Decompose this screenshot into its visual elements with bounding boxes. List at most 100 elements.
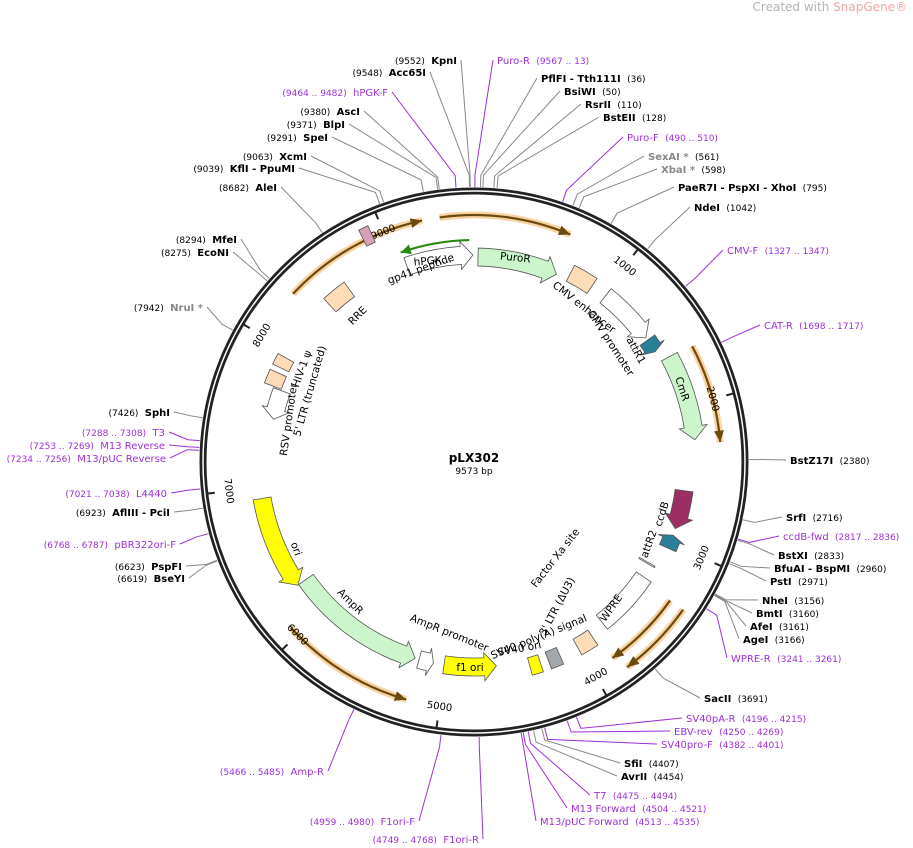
site-psti[interactable]: PstI (2971) xyxy=(729,563,828,588)
feature-hpgk[interactable]: hPGK... xyxy=(403,240,474,276)
feature-shape[interactable] xyxy=(544,647,565,670)
site-nhei[interactable]: NheI (3156) xyxy=(715,593,824,607)
site-bseyi[interactable]: (6619) BseYI xyxy=(117,560,218,585)
site-label[interactable]: (7021 .. 7038) L4440 xyxy=(65,489,167,500)
feature-attr2[interactable]: attR2 xyxy=(639,528,685,559)
site-sphi[interactable]: (7426) SphI xyxy=(109,408,203,419)
site-spei[interactable]: (9291) SpeI xyxy=(267,133,424,192)
site-bstxi[interactable]: BstXI (2833) xyxy=(737,539,844,562)
feature-shape[interactable] xyxy=(323,281,356,313)
site-label[interactable]: (6923) AflIII - PciI xyxy=(76,508,170,519)
primer-hpgk-f[interactable]: (9464 .. 9482) hPGK-F xyxy=(282,88,457,188)
site-label[interactable]: SrfI (2716) xyxy=(786,513,843,524)
site-label[interactable]: (9548) Acc65I xyxy=(352,68,426,79)
site-label[interactable]: SexAI * (561) xyxy=(648,152,719,163)
primer-cmv-f[interactable]: CMV-F (1327 .. 1347) xyxy=(685,246,829,287)
site-label[interactable]: BstEII (128) xyxy=(603,113,666,124)
site-avrii[interactable]: AvrII (4454) xyxy=(533,730,684,783)
site-acc65i[interactable]: (9548) Acc65I xyxy=(352,68,470,188)
primer-t3[interactable]: (7288 .. 7308) T3 xyxy=(82,428,200,442)
feature-shape[interactable] xyxy=(527,654,544,676)
site-nrui[interactable]: (7942) NruI * xyxy=(134,303,233,331)
site-label[interactable]: SV40pA-R (4196 .. 4215) xyxy=(686,714,806,725)
feature-shape[interactable] xyxy=(477,247,557,284)
site-label[interactable]: BsiWI (50) xyxy=(564,87,621,98)
site-label[interactable]: BstXI (2833) xyxy=(778,551,844,562)
site-xcmi[interactable]: (9063) XcmI xyxy=(243,152,385,203)
primer-m13-forward[interactable]: M13 Forward (4504 .. 4521) xyxy=(522,732,706,815)
primer-ebv-rev[interactable]: EBV-rev (4250 .. 4269) xyxy=(566,720,783,738)
feature-f1-ori[interactable]: f1 ori xyxy=(442,651,497,682)
feature-shape[interactable] xyxy=(403,240,474,276)
primer-ccdb-fwd[interactable]: ccdB-fwd (2817 .. 2836) xyxy=(737,532,899,543)
feature-shape[interactable] xyxy=(572,629,599,656)
feature-shape[interactable] xyxy=(658,534,685,553)
site-label[interactable]: BmtI (3160) xyxy=(756,609,819,620)
site-label[interactable]: RsrII (110) xyxy=(585,100,642,111)
site-sexai[interactable]: SexAI * (561) xyxy=(572,152,719,206)
site-label[interactable]: (4749 .. 4768) F1ori-R xyxy=(373,835,479,846)
feature-shape[interactable] xyxy=(252,496,304,586)
site-alei[interactable]: (8682) AleI xyxy=(219,183,323,233)
site-label[interactable]: Puro-R (9567 .. 13) xyxy=(497,56,589,67)
primer-m13-reverse[interactable]: (7253 .. 7269) M13 Reverse xyxy=(30,441,200,452)
primer-f1ori-f[interactable]: (4959 .. 4980) F1ori-F xyxy=(310,734,442,828)
site-asci[interactable]: (9380) AscI xyxy=(300,107,440,190)
site-label[interactable]: AfeI (3161) xyxy=(750,622,809,633)
site-label[interactable]: NheI (3156) xyxy=(762,596,824,607)
primer-wpre-r[interactable]: WPRE-R (3241 .. 3261) xyxy=(706,608,842,665)
site-kfli-ppumi[interactable]: (9039) KflI - PpuMI xyxy=(193,164,381,204)
site-label[interactable]: SfiI (4407) xyxy=(624,759,679,770)
site-label[interactable]: NdeI (1042) xyxy=(694,203,756,214)
feature-shape[interactable] xyxy=(416,648,434,676)
site-blpi[interactable]: (9371) BlpI xyxy=(287,120,439,190)
primer-sv40pa-r[interactable]: SV40pA-R (4196 .. 4215) xyxy=(575,714,806,729)
feature-puror[interactable]: PuroR xyxy=(477,247,557,284)
site-label[interactable]: CAT-R (1698 .. 1717) xyxy=(764,321,863,332)
primer-puro-f[interactable]: Puro-F (490 .. 510) xyxy=(562,133,718,202)
site-label[interactable]: (8275) EcoNI xyxy=(161,248,229,259)
site-kpni[interactable]: (9552) KpnI xyxy=(395,56,471,188)
site-label[interactable]: AvrII (4454) xyxy=(621,772,684,783)
site-ndei[interactable]: NdeI (1042) xyxy=(647,203,757,250)
site-paer7i-pspxi-xhoi[interactable]: PaeR7I - PspXI - XhoI (795) xyxy=(610,183,827,224)
site-mfei[interactable]: (8294) MfeI xyxy=(176,235,270,279)
primer-m13-puc-forward[interactable]: M13/pUC Forward (4513 .. 4535) xyxy=(520,732,699,828)
primer-puro-r[interactable]: Puro-R (9567 .. 13) xyxy=(474,56,589,188)
site-label[interactable]: PstI (2971) xyxy=(770,577,828,588)
site-sfii[interactable]: SfiI (4407) xyxy=(541,728,679,770)
feature-shape[interactable] xyxy=(565,264,598,294)
site-bstz17i[interactable]: BstZ17I (2380) xyxy=(748,456,870,467)
feature-rre[interactable]: RRE xyxy=(323,281,370,328)
feature-ccdb[interactable]: ccdB xyxy=(653,489,694,530)
feature-shape[interactable] xyxy=(272,352,295,373)
site-label[interactable]: SacII (3691) xyxy=(704,694,768,705)
primer-cat-r[interactable]: CAT-R (1698 .. 1717) xyxy=(721,321,864,343)
site-label[interactable]: (7253 .. 7269) M13 Reverse xyxy=(30,441,165,452)
primer-m13-puc-reverse[interactable]: (7234 .. 7256) M13/pUC Reverse xyxy=(7,449,200,465)
feature-shape[interactable] xyxy=(639,334,665,356)
site-label[interactable]: CMV-F (1327 .. 1347) xyxy=(727,246,829,257)
site-label[interactable]: (5466 .. 5485) Amp-R xyxy=(220,767,324,778)
site-label[interactable]: (7234 .. 7256) M13/pUC Reverse xyxy=(7,454,166,465)
site-label[interactable]: PflFI - Tth111I (36) xyxy=(541,74,646,85)
site-label[interactable]: (8294) MfeI xyxy=(176,235,237,246)
feature-shape[interactable] xyxy=(263,368,288,390)
feature-shape[interactable] xyxy=(358,225,376,247)
primer-sv40pro-f[interactable]: SV40pro-F (4382 .. 4401) xyxy=(544,727,784,751)
site-label[interactable]: M13 Forward (4504 .. 4521) xyxy=(571,804,706,815)
feature-shape[interactable] xyxy=(442,651,497,682)
site-label[interactable]: (9039) KflI - PpuMI xyxy=(193,164,295,175)
feature-shape[interactable] xyxy=(595,571,652,630)
site-label[interactable]: PaeR7I - PspXI - XhoI (795) xyxy=(678,183,827,194)
site-label[interactable]: (9371) BlpI xyxy=(287,120,345,131)
site-label[interactable]: (6619) BseYI xyxy=(117,574,185,585)
site-label[interactable]: (9464 .. 9482) hPGK-F xyxy=(282,88,388,99)
primer-f1ori-r[interactable]: (4749 .. 4768) F1ori-R xyxy=(373,736,484,846)
site-label[interactable]: (7942) NruI * xyxy=(134,303,204,314)
site-label[interactable]: XbaI * (598) xyxy=(661,165,726,176)
site-label[interactable]: Puro-F (490 .. 510) xyxy=(627,133,718,144)
primer-t7[interactable]: T7 (4475 .. 4494) xyxy=(527,731,677,802)
feature-shape[interactable] xyxy=(638,556,656,569)
site-label[interactable]: BstZ17I (2380) xyxy=(790,456,870,467)
